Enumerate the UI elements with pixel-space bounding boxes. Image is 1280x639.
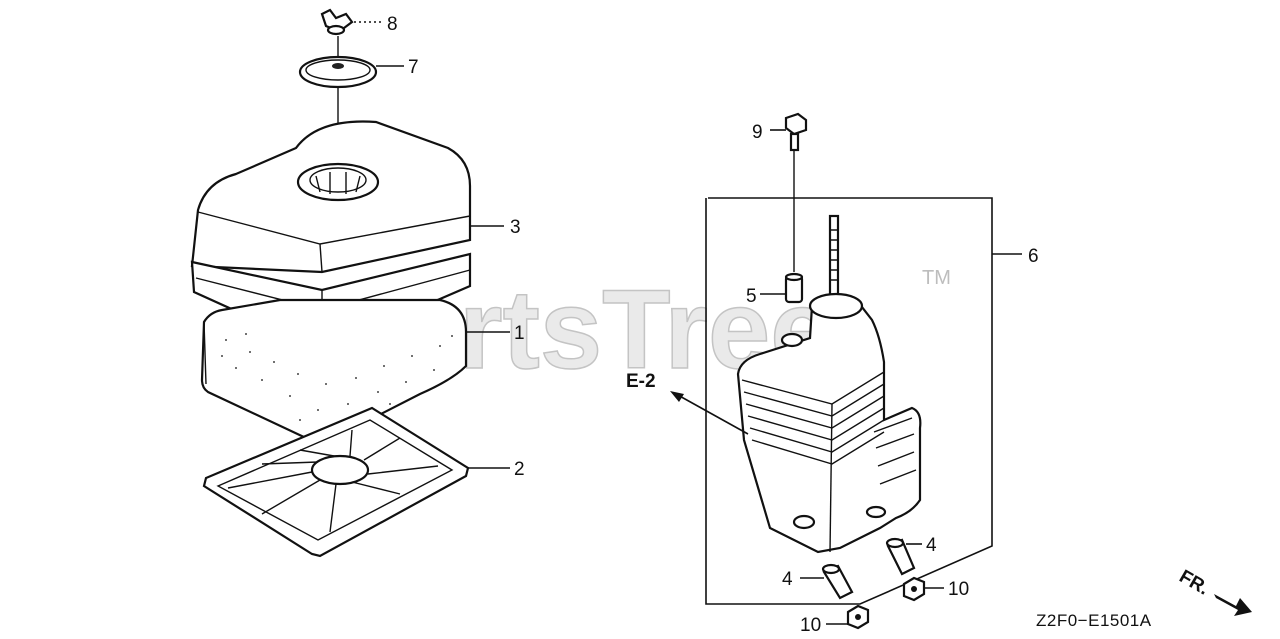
- part-4-grommet-b: [885, 537, 916, 576]
- part-9-bolt: [784, 112, 808, 152]
- callout-2: 2: [514, 459, 525, 480]
- callout-6: 6: [1028, 246, 1039, 267]
- drawing-code: Z2F0−E1501A: [1036, 611, 1152, 630]
- part-5-collar: [784, 272, 804, 304]
- part-2-grid-plate: [202, 406, 470, 558]
- callout-10b: 10: [948, 579, 969, 600]
- part-10-nut-b: [902, 576, 926, 602]
- callout-4b: 4: [926, 535, 937, 556]
- callout-9: 9: [752, 122, 763, 143]
- reference-label: E-2: [626, 371, 656, 392]
- callout-8: 8: [387, 14, 398, 35]
- front-direction-indicator: FR.: [1176, 566, 1252, 616]
- callout-5: 5: [746, 286, 757, 307]
- callout-3: 3: [510, 217, 521, 238]
- watermark-trademark: TM: [922, 267, 951, 289]
- part-8-wing-nut: [320, 8, 354, 36]
- callout-4a: 4: [782, 569, 793, 590]
- direction-label: FR.: [1176, 566, 1213, 599]
- callout-10a: 10: [800, 615, 821, 636]
- callout-7: 7: [408, 57, 419, 78]
- bracket-6: [705, 197, 993, 605]
- callout-1: 1: [514, 323, 525, 344]
- direction-arrow-icon: [1214, 594, 1252, 616]
- reference-arrow-e2: [670, 391, 749, 435]
- part-6-case: [736, 214, 922, 554]
- part-7-washer: [298, 55, 378, 89]
- part-10-nut-a: [846, 604, 870, 630]
- part-4-grommet-a: [821, 563, 854, 600]
- part-1-foam-element: [200, 298, 468, 443]
